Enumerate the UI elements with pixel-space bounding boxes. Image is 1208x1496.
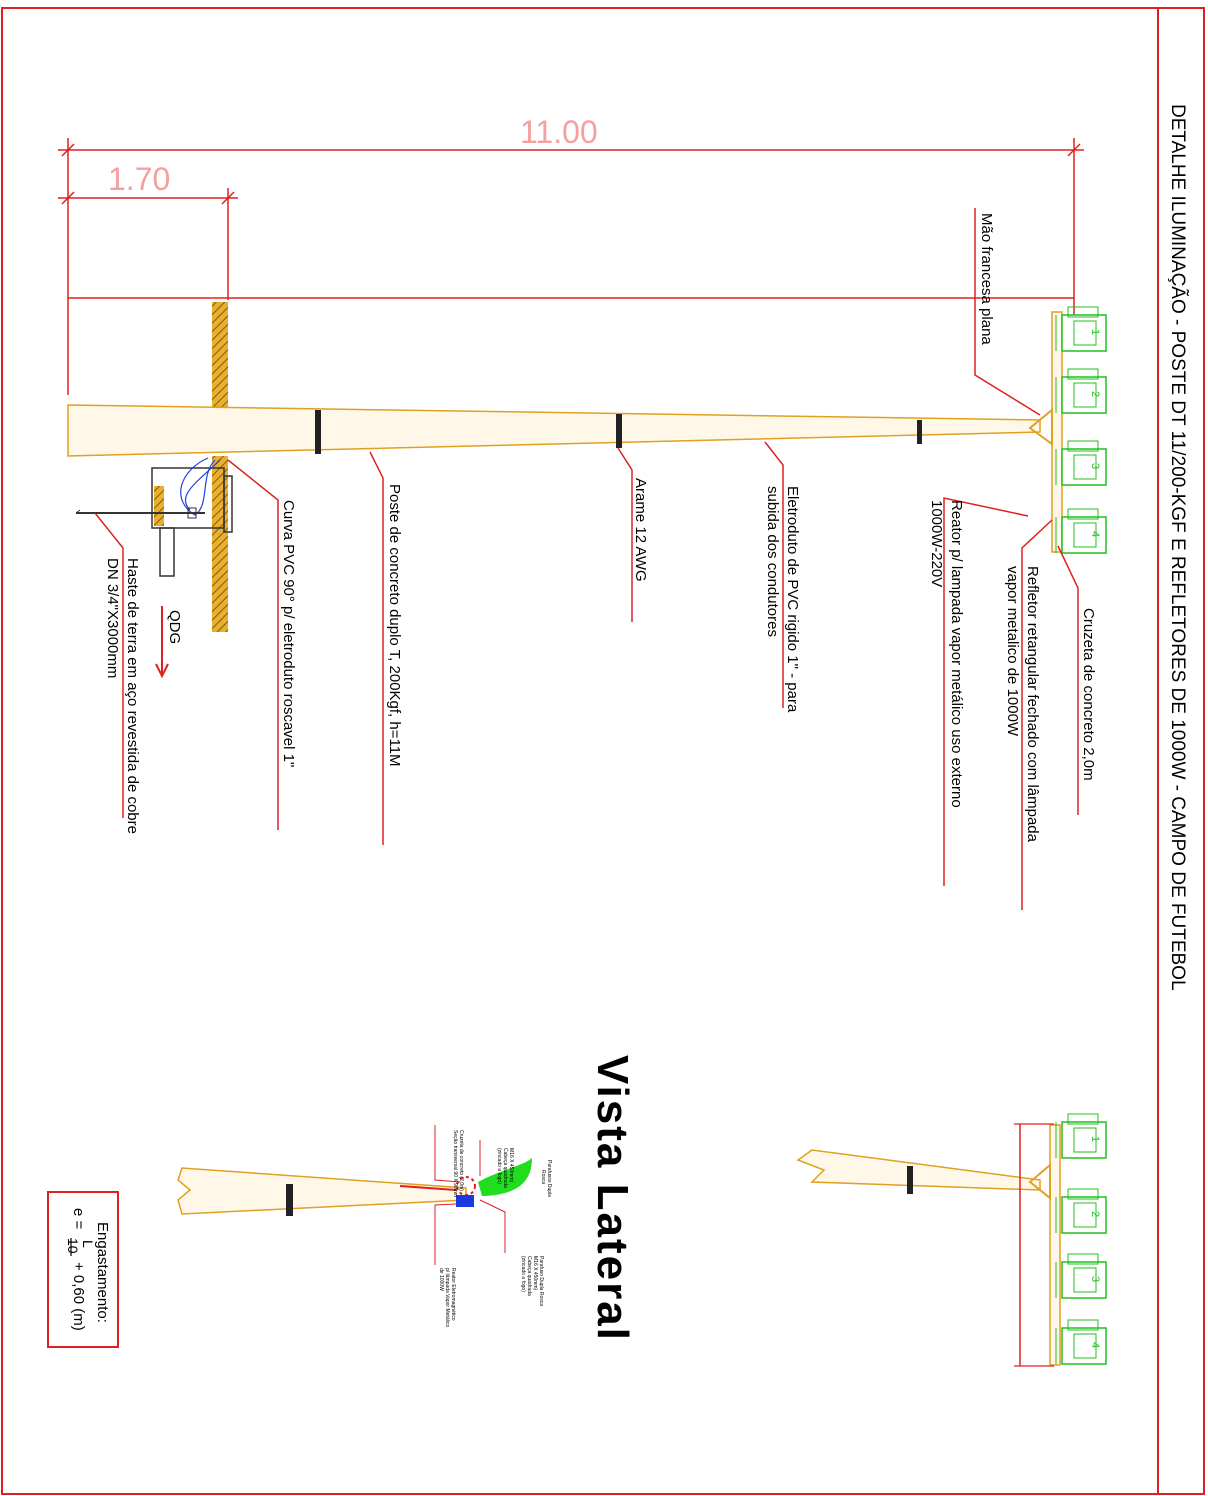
label-curva: Curva PVC 90° p/ eletroduto roscavel 1": [280, 500, 297, 767]
leaders: [94, 208, 1079, 910]
svg-text:2: 2: [1089, 391, 1101, 397]
dimension-1-70m-text: 1.70: [108, 161, 170, 197]
engastamento-lhs: e =: [70, 1208, 87, 1230]
lateral-note-lower2-2: p/ lâmpada Vapor Metálico: [444, 1268, 450, 1327]
pole-band-1: [315, 410, 321, 454]
dimension-11m-text: 11.00: [520, 114, 598, 150]
engastamento-formula-box: Engastamento: e = L 10 + 0,60 (m): [47, 1191, 119, 1348]
label-reator-line1: Reator p/ lampada vapor metálico uso ext…: [948, 500, 965, 808]
svg-text:2: 2: [1089, 1211, 1101, 1217]
svg-text:3: 3: [1089, 463, 1101, 469]
engastamento-title: Engastamento:: [94, 1222, 111, 1323]
crossarm: [1051, 311, 1063, 553]
front-reflector-3: 3: [1055, 1253, 1107, 1299]
reflector-2: 2: [1055, 368, 1107, 414]
lateral-view-title: Vista Lateral: [588, 1055, 637, 1342]
label-cruzeta: Cruzeta de concreto 2,0m: [1080, 608, 1097, 781]
qdg-arrow: [155, 606, 169, 679]
lateral-note-lower2-1: Reator Eletromagnético: [450, 1268, 456, 1321]
lateral-note-lower-4: (zincado a fogo): [520, 1256, 526, 1292]
french-hand-bracket: [1028, 407, 1053, 446]
pole-band-2: [616, 414, 622, 448]
svg-text:1: 1: [1089, 329, 1101, 335]
lateral-note-lower-3: Cabeça quadrada: [526, 1256, 532, 1296]
lateral-note-upper-2: Rosca: [540, 1170, 546, 1184]
lateral-leaders: [434, 1125, 506, 1265]
label-poste: Poste de concreto duplo T, 200Kgf, h=11M: [386, 484, 403, 767]
qdg-box: [151, 457, 233, 577]
lateral-note-upper-4: Cabeça quadrada: [502, 1148, 508, 1188]
lateral-note-upper2-1: Cruzeta de concreto (2,0m): [458, 1130, 464, 1191]
svg-text:4: 4: [1089, 531, 1101, 537]
label-haste-line1: Haste de terra em aço revestida de cobre: [124, 558, 141, 834]
engastamento-rhs: + 0,60 (m): [70, 1262, 87, 1331]
engastamento-num: L: [80, 1240, 96, 1248]
svg-text:1: 1: [1089, 1136, 1101, 1142]
lateral-note-upper-5: (zincado a fogo): [496, 1148, 502, 1184]
dimension-11m: 11.00: [58, 114, 1084, 395]
lateral-note-upper-1: Parafusos Dupla: [546, 1160, 552, 1197]
ground-hatch-upper: [212, 302, 228, 410]
lateral-note-lower2-3: de 1000W: [438, 1268, 444, 1291]
lateral-view-pole: [177, 1158, 532, 1216]
reflector-1: 1: [1055, 306, 1107, 352]
ground-rod: [75, 507, 205, 519]
ground-hatch-lower: [212, 456, 228, 632]
label-reator-line2: 1000W-220V: [928, 500, 945, 587]
reflector-4: 4: [1055, 508, 1107, 554]
label-haste-line2: DN 3/4"X3000mm: [104, 558, 121, 678]
lateral-note-lower-2: M16 X 450mm): [532, 1256, 538, 1291]
pole-band-3: [917, 420, 922, 444]
reflector-3: 3: [1055, 440, 1107, 486]
svg-text:3: 3: [1089, 1276, 1101, 1282]
front-view: [796, 1123, 1061, 1367]
label-arame: Arame 12 AWG: [632, 478, 649, 582]
lateral-note-upper2-2: Seção transversal 90 X 90mm: [452, 1130, 458, 1197]
lateral-note-lower-1: Parafuso Dupla Rosca: [538, 1256, 544, 1306]
lateral-note-upper-3: M16 X 450mm): [508, 1148, 514, 1183]
sheet-border: [1, 7, 1205, 1495]
dimension-1-70m: 1.70: [58, 161, 238, 300]
label-refletor-line2: vapor metalico de 1000W: [1004, 566, 1021, 737]
concrete-pole: [67, 404, 1041, 457]
label-mao-francesa: Mão francesa plana: [978, 213, 995, 345]
front-reflector-2: 2: [1055, 1188, 1107, 1234]
engastamento-den: 10: [65, 1238, 81, 1254]
label-qdg: QDG: [166, 610, 183, 644]
sheet-title: DETALHE ILUMINAÇÃO - POSTE DT 11/200-KGF…: [1167, 104, 1189, 991]
front-reflector-1: 1: [1055, 1113, 1107, 1159]
label-eletroduto-line2: subida dos condutores: [764, 486, 781, 637]
svg-text:4: 4: [1089, 1342, 1101, 1348]
label-eletroduto-line1: Eletroduto de PVC rigido 1" - para: [784, 486, 801, 713]
label-refletor-line1: Refletor retangular fechado com lâmpada: [1024, 566, 1041, 843]
front-reflector-4: 4: [1055, 1319, 1107, 1365]
